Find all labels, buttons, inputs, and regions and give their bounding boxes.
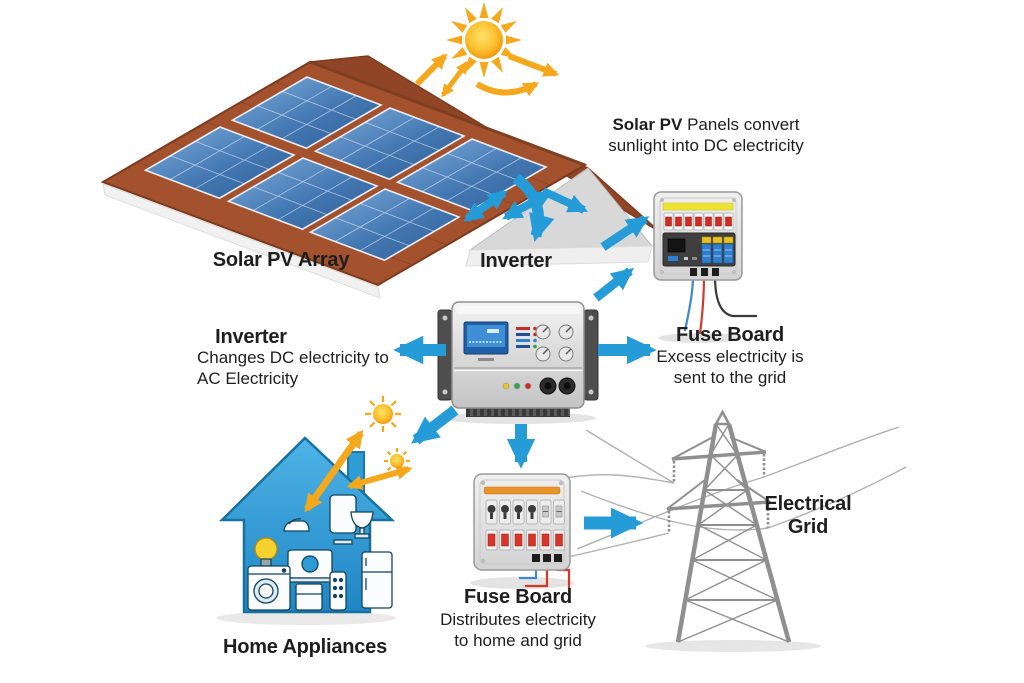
arrow-roof-to-fuse-board bbox=[600, 215, 650, 251]
solar-pv-note-rest: Panels convert sunlight into DC electric… bbox=[608, 115, 804, 155]
solar-pv-array-label: Solar PV Array bbox=[212, 249, 350, 271]
light-bulb-icon bbox=[254, 537, 278, 561]
sun-icon bbox=[446, 2, 522, 78]
fuse-board-top-icon bbox=[653, 191, 757, 343]
house-appliances-icon bbox=[216, 436, 396, 625]
red-breaker-switches bbox=[663, 212, 734, 231]
solar-pv-note: Solar PV Panels convert sunlight into DC… bbox=[592, 115, 820, 156]
mini-suns-and-arrows bbox=[304, 396, 413, 513]
remote-icon bbox=[329, 571, 347, 611]
inverter-note-title: Inverter bbox=[215, 326, 287, 348]
home-appliances-label: Home Appliances bbox=[222, 636, 388, 658]
sunlight-arrows bbox=[414, 53, 560, 98]
transmission-tower-icon bbox=[555, 409, 907, 652]
fuse-board-bottom-icon bbox=[470, 473, 574, 589]
status-bars bbox=[516, 326, 537, 349]
fuse-board-bottom-title: Fuse Board bbox=[463, 586, 573, 608]
inverter-knobs bbox=[535, 324, 574, 362]
fuse-board-top-title: Fuse Board bbox=[675, 324, 785, 346]
inverter-label: Inverter bbox=[480, 250, 552, 272]
din-modules bbox=[701, 236, 734, 264]
electrical-grid-label: Electrical Grid bbox=[764, 493, 852, 538]
inverter-device-icon bbox=[437, 301, 599, 424]
arrow-inverter-to-fuse-board bbox=[593, 267, 634, 302]
fuse-board-top-desc: Excess electricity is sent to the grid bbox=[656, 347, 804, 387]
mini-sun-icon bbox=[390, 454, 404, 468]
solar-panels bbox=[143, 76, 548, 262]
fuse-board-bottom-desc: Distributes electricity to home and grid bbox=[440, 610, 596, 650]
mini-sun-icon bbox=[373, 404, 393, 424]
arrow-inverter-to-house bbox=[411, 405, 459, 445]
cabinet-icon bbox=[295, 583, 323, 611]
inverter-note-desc: Changes DC electricity to AC Electricity bbox=[197, 348, 389, 388]
iron-icon bbox=[283, 520, 310, 532]
fridge-icon bbox=[361, 551, 393, 609]
toggle-switches bbox=[485, 499, 565, 525]
insulator-strings bbox=[667, 454, 770, 533]
dc-flow-arrows bbox=[463, 173, 589, 242]
bulb-base bbox=[260, 558, 272, 567]
flow-arrows bbox=[393, 215, 657, 539]
solar-roof-icon bbox=[100, 55, 661, 299]
red-switches bbox=[485, 529, 565, 551]
solar-pv-note-bold: Solar PV bbox=[612, 115, 683, 134]
